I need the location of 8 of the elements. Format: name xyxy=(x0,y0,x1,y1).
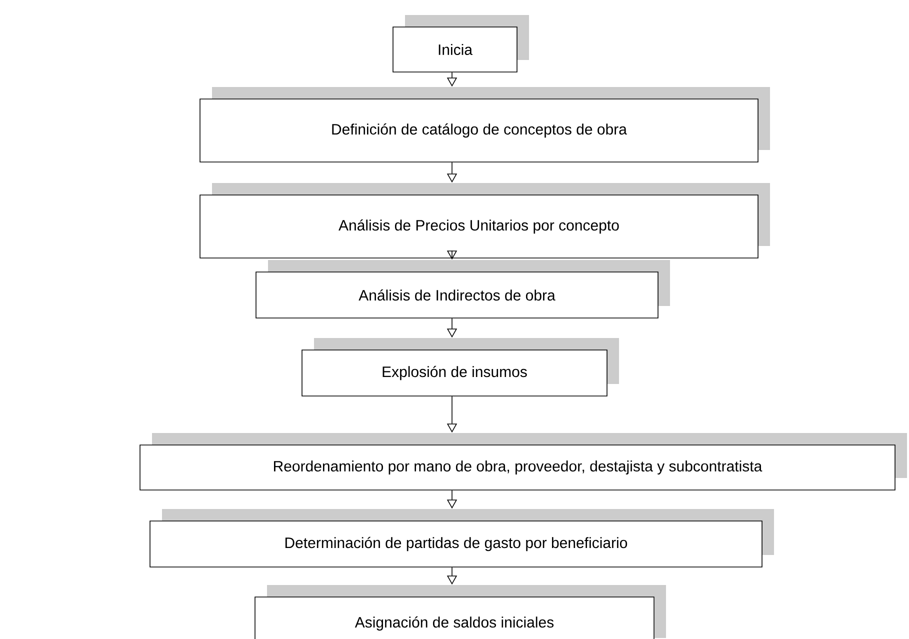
process-box: Definición de catálogo de conceptos de obra xyxy=(200,87,770,162)
process-box: Análisis de Precios Unitarios por concepto xyxy=(200,183,770,258)
process-box: Reordenamiento por mano de obra, proveedor, destajista y subcontratista xyxy=(140,433,908,490)
process-box: Inicia xyxy=(392,15,529,72)
process-box: Asignación de saldos iniciales xyxy=(254,585,666,639)
process-box: Análisis de Indirectos de obra xyxy=(256,260,670,318)
process-box: Determinación de partidas de gasto por beneficiario xyxy=(150,509,774,568)
process-box: Explosión de insumos xyxy=(302,338,619,396)
